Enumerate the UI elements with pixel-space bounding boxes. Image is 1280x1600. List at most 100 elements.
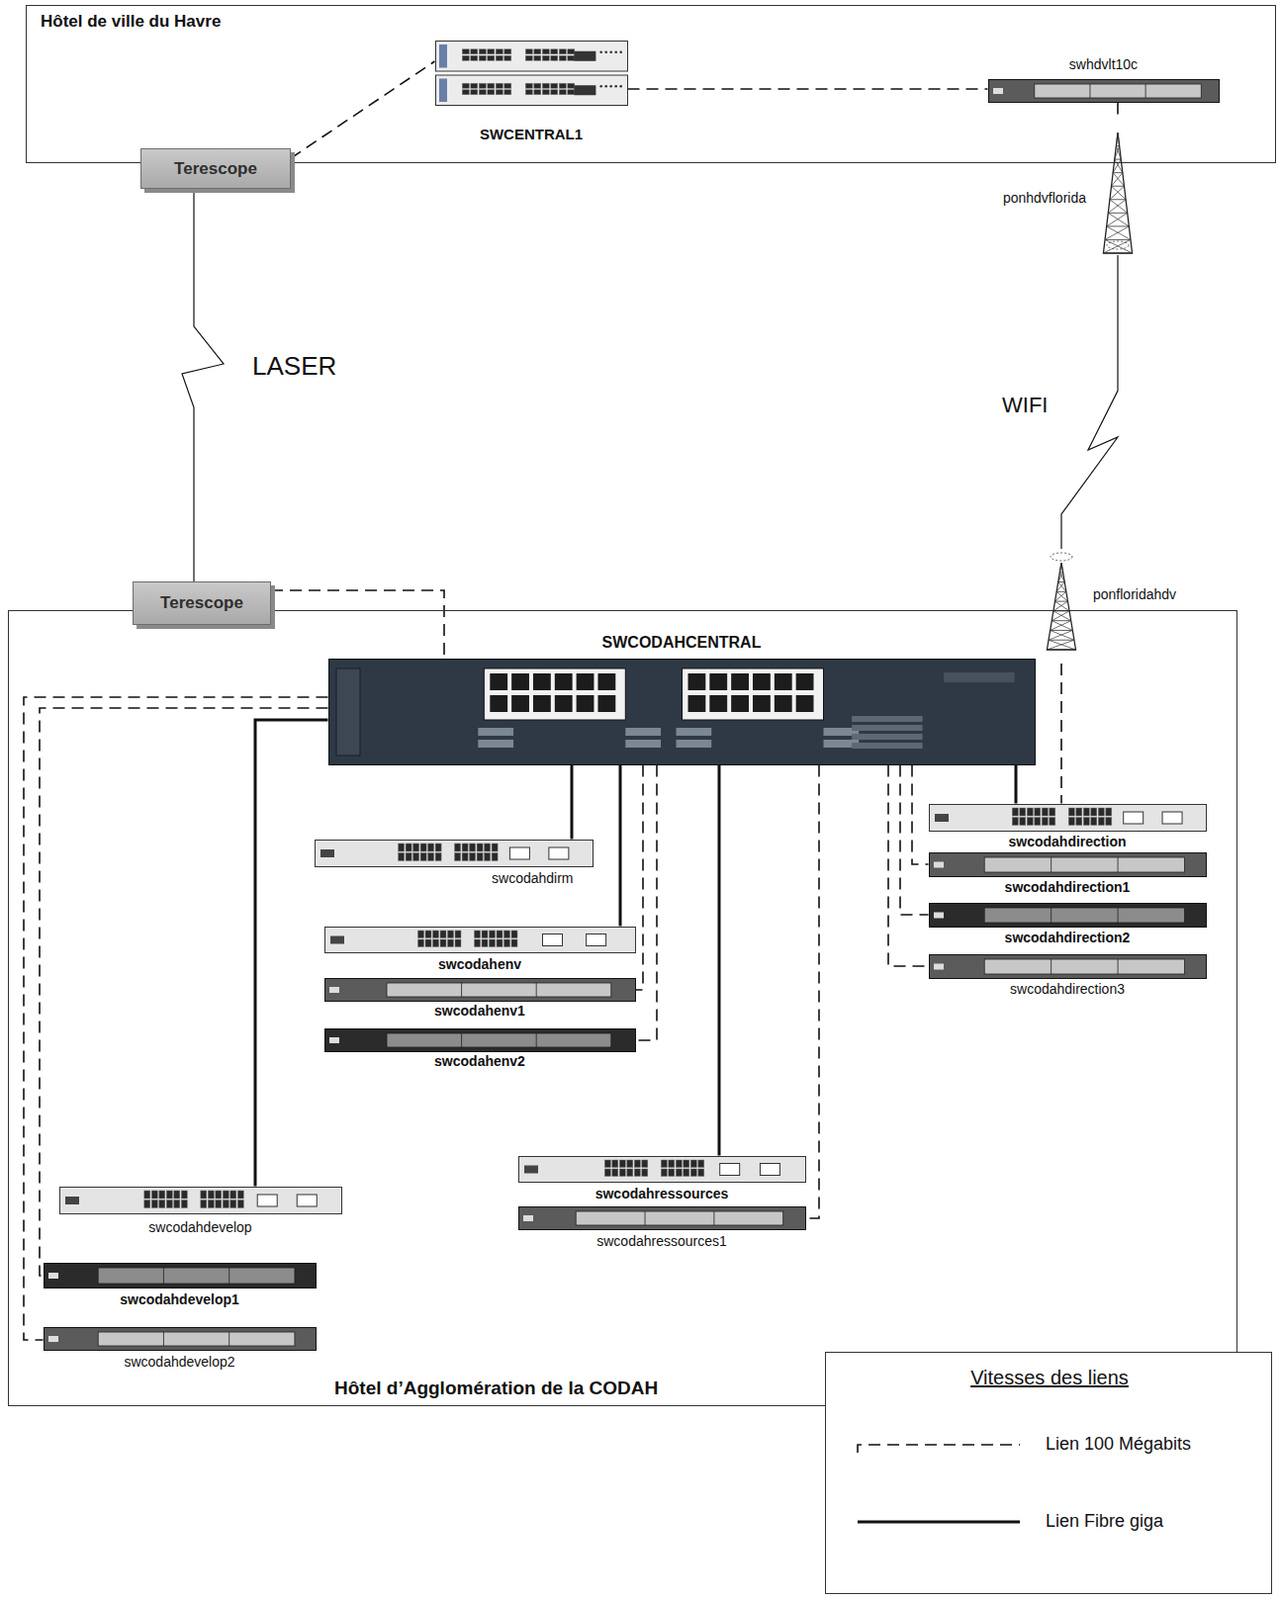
network-switch: swcodahressources [518, 1156, 807, 1184]
device-drawing [1092, 118, 1144, 256]
link-100m [912, 765, 929, 866]
switch-front [43, 1263, 317, 1289]
legend-box: Vitesses des liensLien 100 MégabitsLien … [824, 1352, 1273, 1595]
legend-samples [825, 1353, 1274, 1596]
network-switch: swcodahdevelop [59, 1187, 343, 1215]
device-name: Terescope [160, 593, 244, 614]
link-100m [900, 765, 929, 916]
switch-front [988, 79, 1220, 103]
device-drawing [314, 839, 594, 868]
switch-name: SWCENTRAL1 [435, 125, 629, 143]
link-100m [1060, 663, 1063, 805]
switch-name: swcodahenv [324, 956, 637, 973]
fiber-link [1014, 765, 1018, 805]
network-switch: swcodahenv [324, 926, 637, 954]
switch-name: swhdvlt10c [988, 56, 1220, 73]
device-drawing [43, 1327, 317, 1352]
link-100m [806, 765, 821, 1220]
device-drawing [324, 978, 637, 1003]
link-100m [290, 61, 436, 159]
switch-name: SWCODAHCENTRAL [328, 634, 1036, 652]
switch-front [928, 903, 1207, 928]
legend-text: Lien 100 Mégabits [1045, 1434, 1191, 1456]
switch-name: swcodahdevelop1 [43, 1291, 317, 1308]
device-drawing [435, 40, 629, 106]
switch-front [324, 926, 637, 954]
site-region: Hôtel de ville du HavreSWCENTRAL1 swhdvlt… [25, 4, 1277, 164]
network-switch: swcodahdevelop2 [43, 1327, 317, 1352]
antenna-name: ponhdvflorida [1003, 189, 1087, 206]
link-100m [1116, 102, 1119, 120]
network-switch: SWCODAHCENTRAL [328, 658, 1036, 766]
device-drawing [928, 852, 1207, 878]
link-label: LASER [250, 351, 339, 382]
network-switch: swhdvlt10c [988, 79, 1220, 103]
switch-front [435, 40, 629, 106]
wifi-antenna: ponhdvflorida [1092, 118, 1144, 256]
switch-front [328, 658, 1036, 766]
switch-front [324, 978, 637, 1003]
device-name: Terescope [174, 159, 258, 180]
switch-name: swcodahenv1 [324, 1003, 637, 1019]
antenna-name: ponfloridahdv [1093, 586, 1177, 603]
legend-title: Vitesses des liens [825, 1367, 1274, 1390]
legend-text: Lien Fibre giga [1045, 1511, 1164, 1533]
terescope-box: Terescope [132, 581, 272, 626]
link-label: WIFI [1000, 392, 1050, 419]
switch-front [928, 852, 1207, 878]
switch-name: swcodahdevelop [59, 1219, 343, 1236]
device-drawing [43, 1263, 317, 1289]
link-100m [888, 765, 929, 968]
network-switch: swcodahdirection [928, 804, 1207, 832]
link-100m [271, 590, 445, 659]
fiber-link [718, 765, 722, 1157]
dashed-sample [857, 1445, 1020, 1454]
fiber-link [570, 765, 574, 840]
switch-name: swcodahdirection3 [928, 981, 1207, 998]
region-title: Hôtel d’Agglomération de la CODAH [334, 1377, 658, 1400]
switch-name: swcodahressources [518, 1186, 807, 1202]
radio-link [1061, 255, 1118, 549]
device-drawing [59, 1187, 343, 1215]
switch-name: swcodahressources1 [518, 1233, 807, 1250]
fiber-link [255, 720, 329, 1188]
device-drawing [518, 1156, 807, 1184]
region-title: Hôtel de ville du Havre [40, 11, 221, 32]
site-region: Hôtel d’Agglomération de la CODAH SWCODAH… [7, 610, 1238, 1407]
switch-name: swcodahdirection1 [928, 879, 1207, 896]
device-drawing [518, 1206, 807, 1231]
device-drawing [328, 658, 1036, 766]
device-drawing [988, 79, 1220, 103]
link-100m [628, 88, 989, 91]
network-switch: swcodahenv1 [324, 978, 637, 1003]
network-switch: swcodahdevelop1 [43, 1263, 317, 1289]
switch-front [324, 1028, 637, 1053]
solid-sample [857, 1521, 1020, 1525]
link-100m [23, 697, 329, 1341]
network-switch: swcodahdirm [314, 839, 594, 868]
switch-front [928, 954, 1207, 980]
device-drawing [1035, 548, 1088, 664]
antenna-tower [1092, 118, 1144, 256]
device-drawing [324, 1028, 637, 1053]
switch-front [43, 1327, 317, 1352]
device-drawing [324, 926, 637, 954]
device-drawing [928, 903, 1207, 928]
antenna-tower [1035, 548, 1088, 664]
switch-front [59, 1187, 343, 1215]
switch-name: swcodahdevelop2 [43, 1354, 317, 1371]
radio-link [182, 188, 224, 582]
link-100m [636, 765, 644, 992]
network-switch: swcodahdirection2 [928, 903, 1207, 928]
device-drawing [928, 954, 1207, 980]
device-drawing [928, 804, 1207, 832]
switch-name: swcodahdirm [314, 870, 594, 887]
network-switch: swcodahdirection1 [928, 852, 1207, 878]
fiber-link [619, 765, 623, 927]
wifi-antenna: ponfloridahdv [1035, 548, 1088, 664]
link-100m [636, 765, 658, 1042]
terescope-box: Terescope [140, 148, 291, 189]
switch-front [518, 1156, 807, 1184]
switch-name: swcodahenv2 [324, 1053, 637, 1070]
switch-front [518, 1206, 807, 1231]
